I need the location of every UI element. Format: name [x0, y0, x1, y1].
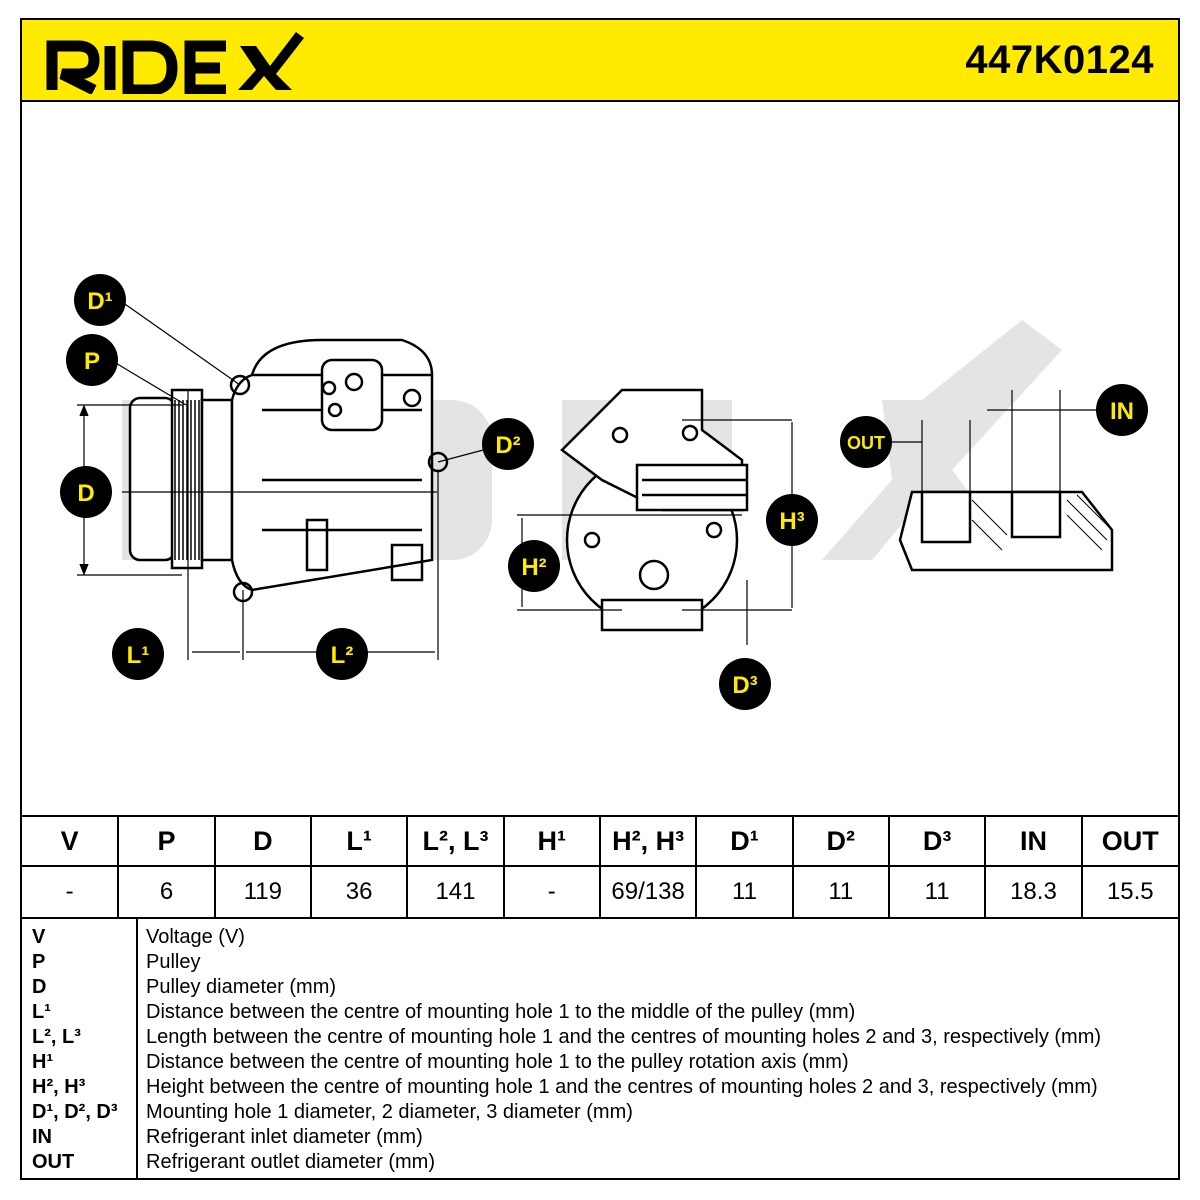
- legend-row: P Pulley: [22, 950, 1178, 975]
- legend-row: L², L³ Length between the centre of moun…: [22, 1025, 1178, 1050]
- value-v: -: [22, 865, 120, 919]
- legend-desc: Height between the centre of mounting ho…: [146, 1076, 1098, 1098]
- svg-text:L¹: L¹: [127, 642, 150, 669]
- legend-desc: Distance between the centre of mounting …: [146, 1051, 849, 1073]
- legend-row: V Voltage (V): [22, 925, 1178, 950]
- svg-text:P: P: [84, 348, 100, 375]
- header-d2: D²: [791, 815, 890, 867]
- value-p: 6: [117, 865, 216, 919]
- legend-row: L¹ Distance between the centre of mounti…: [22, 1000, 1178, 1025]
- legend-desc: Length between the centre of mounting ho…: [146, 1026, 1102, 1048]
- ridex-logo: [46, 32, 304, 94]
- header-d: D: [213, 815, 312, 867]
- svg-text:D²: D²: [495, 432, 520, 459]
- header-out: OUT: [1080, 815, 1178, 867]
- legend-key: IN: [32, 1126, 52, 1148]
- legend-desc: Refrigerant inlet diameter (mm): [146, 1126, 423, 1148]
- legend-desc: Voltage (V): [146, 926, 245, 948]
- value-h1: -: [502, 865, 601, 919]
- callout-p: P: [66, 334, 118, 386]
- legend-row: D Pulley diameter (mm): [22, 975, 1178, 1000]
- callout-d: D: [60, 466, 112, 518]
- legend-key: D: [32, 976, 47, 998]
- legend-key: L², L³: [32, 1026, 81, 1048]
- part-number: 447K0124: [965, 38, 1154, 82]
- legend-row: H², H³ Height between the centre of moun…: [22, 1075, 1178, 1100]
- port-section-view: [898, 490, 1114, 572]
- header-h1: H¹: [502, 815, 601, 867]
- callout-h2: H²: [508, 540, 560, 592]
- callout-l1: L¹: [112, 628, 164, 680]
- legend-key: P: [32, 951, 46, 973]
- header-v: V: [22, 815, 120, 867]
- header-p: P: [117, 815, 216, 867]
- legend-desc: Distance between the centre of mounting …: [146, 1001, 856, 1023]
- legend-row: IN Refrigerant inlet diameter (mm): [22, 1125, 1178, 1150]
- legend-key: OUT: [32, 1151, 75, 1173]
- svg-text:D³: D³: [732, 672, 757, 699]
- header-d1: D¹: [695, 815, 794, 867]
- svg-text:H³: H³: [779, 508, 804, 535]
- datasheet-frame: 447K0124: [20, 18, 1180, 1180]
- legend-desc: Mounting hole 1 diameter, 2 diameter, 3 …: [146, 1101, 633, 1123]
- spec-value-row: - 6 119 36 141 - 69/138 11 11 11 18.3 15…: [22, 865, 1178, 919]
- header-bar: 447K0124: [22, 20, 1178, 102]
- value-out: 15.5: [1080, 865, 1178, 919]
- svg-text:OUT: OUT: [847, 433, 885, 453]
- callout-d1: D¹: [74, 274, 126, 326]
- spec-table: V P D L¹ L², L³ H¹ H², H³ D¹ D² D³ IN OU…: [22, 815, 1178, 919]
- callout-l2: L²: [316, 628, 368, 680]
- header-in: IN: [984, 815, 1083, 867]
- value-d: 119: [213, 865, 312, 919]
- legend-key: V: [32, 926, 46, 948]
- legend-row: D¹, D², D³ Mounting hole 1 diameter, 2 d…: [22, 1100, 1178, 1125]
- legend-key: L¹: [32, 1001, 51, 1023]
- value-in: 18.3: [984, 865, 1083, 919]
- header-l1: L¹: [309, 815, 409, 867]
- header-l2-l3: L², L³: [406, 815, 505, 867]
- value-d1: 11: [695, 865, 794, 919]
- legend: V Voltage (V) P Pulley D Pulley diameter…: [22, 917, 1178, 1180]
- callout-h3: H³: [766, 494, 818, 546]
- legend-desc: Pulley: [146, 951, 201, 973]
- callout-d2: D²: [482, 418, 534, 470]
- callout-d3: D³: [719, 658, 771, 710]
- legend-row: OUT Refrigerant outlet diameter (mm): [22, 1150, 1178, 1175]
- callout-out: OUT: [840, 416, 892, 468]
- compressor-rear-view: [560, 388, 749, 632]
- svg-text:D¹: D¹: [87, 288, 112, 315]
- svg-text:H²: H²: [521, 554, 546, 581]
- legend-desc: Pulley diameter (mm): [146, 976, 337, 998]
- svg-text:D: D: [77, 480, 94, 507]
- legend-desc: Refrigerant outlet diameter (mm): [146, 1151, 435, 1173]
- svg-text:IN: IN: [1110, 398, 1134, 425]
- value-d2: 11: [791, 865, 890, 919]
- header-d3: D³: [887, 815, 987, 867]
- svg-text:L²: L²: [331, 642, 354, 669]
- spec-header-row: V P D L¹ L², L³ H¹ H², H³ D¹ D² D³ IN OU…: [22, 815, 1178, 867]
- legend-row: H¹ Distance between the centre of mounti…: [22, 1050, 1178, 1075]
- legend-key: H¹: [32, 1051, 54, 1073]
- value-d3: 11: [887, 865, 987, 919]
- callout-in: IN: [1096, 384, 1148, 436]
- legend-key: D¹, D², D³: [32, 1101, 118, 1123]
- right-dimension-lines: [892, 390, 1097, 492]
- legend-key: H², H³: [32, 1076, 86, 1098]
- value-h2-h3: 69/138: [598, 865, 698, 919]
- technical-drawing: D¹ P D D² L¹ L² H² H³: [60, 274, 1148, 710]
- header-h2-h3: H², H³: [598, 815, 698, 867]
- legend-divider: [136, 917, 138, 1180]
- compressor-side-view: [128, 338, 449, 603]
- value-l1: 36: [309, 865, 409, 919]
- value-l2-l3: 141: [406, 865, 505, 919]
